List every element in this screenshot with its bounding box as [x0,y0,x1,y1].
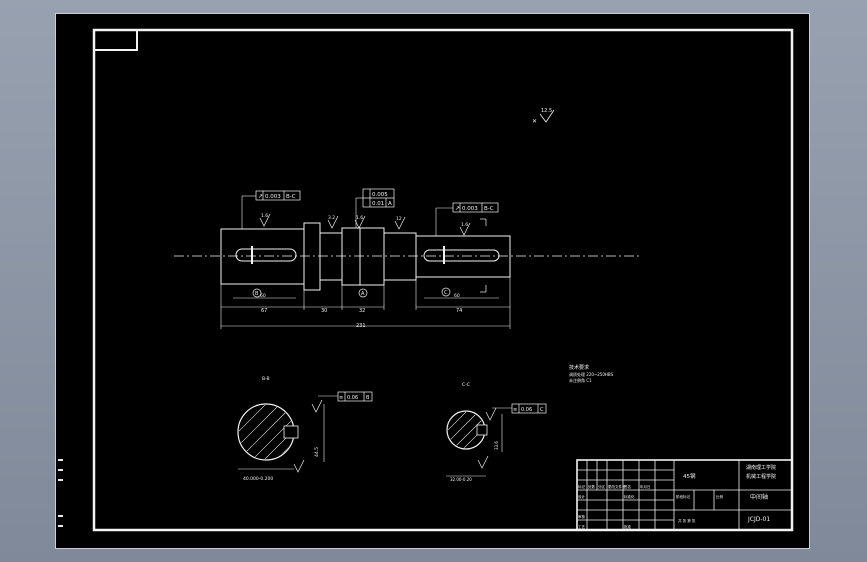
svg-text:0.06: 0.06 [347,395,358,401]
svg-text:共 张 第 张: 共 张 第 张 [678,518,696,523]
svg-text:B: B [366,395,370,401]
svg-text:C: C [444,290,448,296]
technical-notes: 技术要求 调质处理 220~250HBS 未注倒角 C1 [569,364,614,383]
svg-text:1.6: 1.6 [261,213,268,219]
svg-text:1.6: 1.6 [356,215,363,221]
drawing-number: JCJD-01 [747,516,770,523]
dimension-lines [220,277,511,329]
roughness-callouts: 1.6 3.2 1.6 12 1.6 [259,213,471,236]
svg-text:标记: 标记 [578,484,586,489]
shaft-drawing: 12.5 ✕ [92,28,794,532]
svg-text:1.6: 1.6 [461,222,468,228]
svg-text:0.06: 0.06 [521,407,532,413]
svg-text:A: A [361,291,365,297]
svg-text:技术要求: 技术要求 [569,364,589,371]
dim-total: 231 [356,323,366,329]
svg-text:↗: ↗ [455,205,460,212]
svg-text:标准化: 标准化 [624,494,635,499]
part-name: 中间轴 [750,493,768,501]
svg-text:0.005: 0.005 [372,192,388,198]
svg-text:调质处理 220~250HBS: 调质处理 220~250HBS [569,371,614,377]
svg-text:B: B [255,291,259,297]
svg-text:设计: 设计 [578,494,586,499]
svg-text:审核: 审核 [578,514,586,519]
svg-text:C-C: C-C [462,382,470,388]
shaft-profile [220,222,511,291]
section-view-right: C-C 33.6 32.00-0.20 ≡ 0.06 C [446,382,547,482]
dim-left-end: 60 [260,293,266,299]
svg-text:0.01: 0.01 [372,201,384,207]
svg-text:12.5: 12.5 [541,108,552,114]
svg-text:0.003: 0.003 [265,194,281,200]
school-label: 湖南理工学院 [746,464,776,471]
svg-text:44.5: 44.5 [314,447,320,457]
dim-d3: 32 [359,308,365,314]
svg-text:✕: ✕ [532,118,537,125]
title-block: 45钢 湖南理工学院 机械工程学院 中间轴 JCJD-01 标记 处数 分区 更… [576,459,793,531]
svg-text:12: 12 [396,216,402,222]
svg-text:处数: 处数 [588,484,596,489]
datum-markers: B A C [252,287,451,298]
svg-text:↗: ↗ [258,193,263,200]
tolerance-frame-middle: 0.005 0.01 A [355,188,395,228]
svg-text:年月日: 年月日 [640,484,651,489]
svg-text:0.003: 0.003 [462,206,478,212]
svg-text:工艺: 工艺 [578,524,586,529]
dim-d4: 74 [456,308,462,314]
corner-box [93,29,138,51]
svg-text:B-B: B-B [262,376,270,382]
svg-text:比例: 比例 [716,494,724,499]
roughness-symbol-general: 12.5 ✕ [532,108,555,125]
section-cut-markers [480,218,487,293]
svg-text:阶段标记: 阶段标记 [676,494,690,499]
tolerance-frame-right: ↗ 0.003 B-C [435,202,499,236]
material-label: 45钢 [683,472,696,480]
svg-text:C: C [540,407,544,413]
svg-text:A: A [388,201,392,207]
svg-text:更改文件号: 更改文件号 [608,484,626,489]
svg-text:签名: 签名 [624,484,631,489]
svg-text:≡: ≡ [339,395,343,401]
svg-text:33.6: 33.6 [494,441,499,450]
drawing-sheet: 12.5 ✕ [56,14,809,548]
svg-text:未注倒角 C1: 未注倒角 C1 [569,377,592,383]
dim-right-end: 60 [454,293,460,299]
svg-text:分区: 分区 [598,484,606,489]
svg-text:≡: ≡ [513,407,517,413]
dim-d2: 30 [321,308,327,314]
dim-d1: 67 [261,308,267,314]
drawing-border [92,28,794,532]
school-label-2: 机械工程学院 [746,473,776,480]
svg-text:3.2: 3.2 [328,215,335,221]
svg-text:40.000-0.200: 40.000-0.200 [243,476,273,482]
tolerance-frame-left: ↗ 0.003 B-C [241,190,301,229]
ruler-ticks [58,455,64,535]
svg-text:B-C: B-C [286,194,296,200]
svg-text:B-C: B-C [484,206,494,212]
svg-text:批准: 批准 [624,524,632,529]
svg-text:32.00-0.20: 32.00-0.20 [450,477,472,482]
section-view-left: B-B 44.5 40.000-0.200 ≡ [237,376,373,482]
